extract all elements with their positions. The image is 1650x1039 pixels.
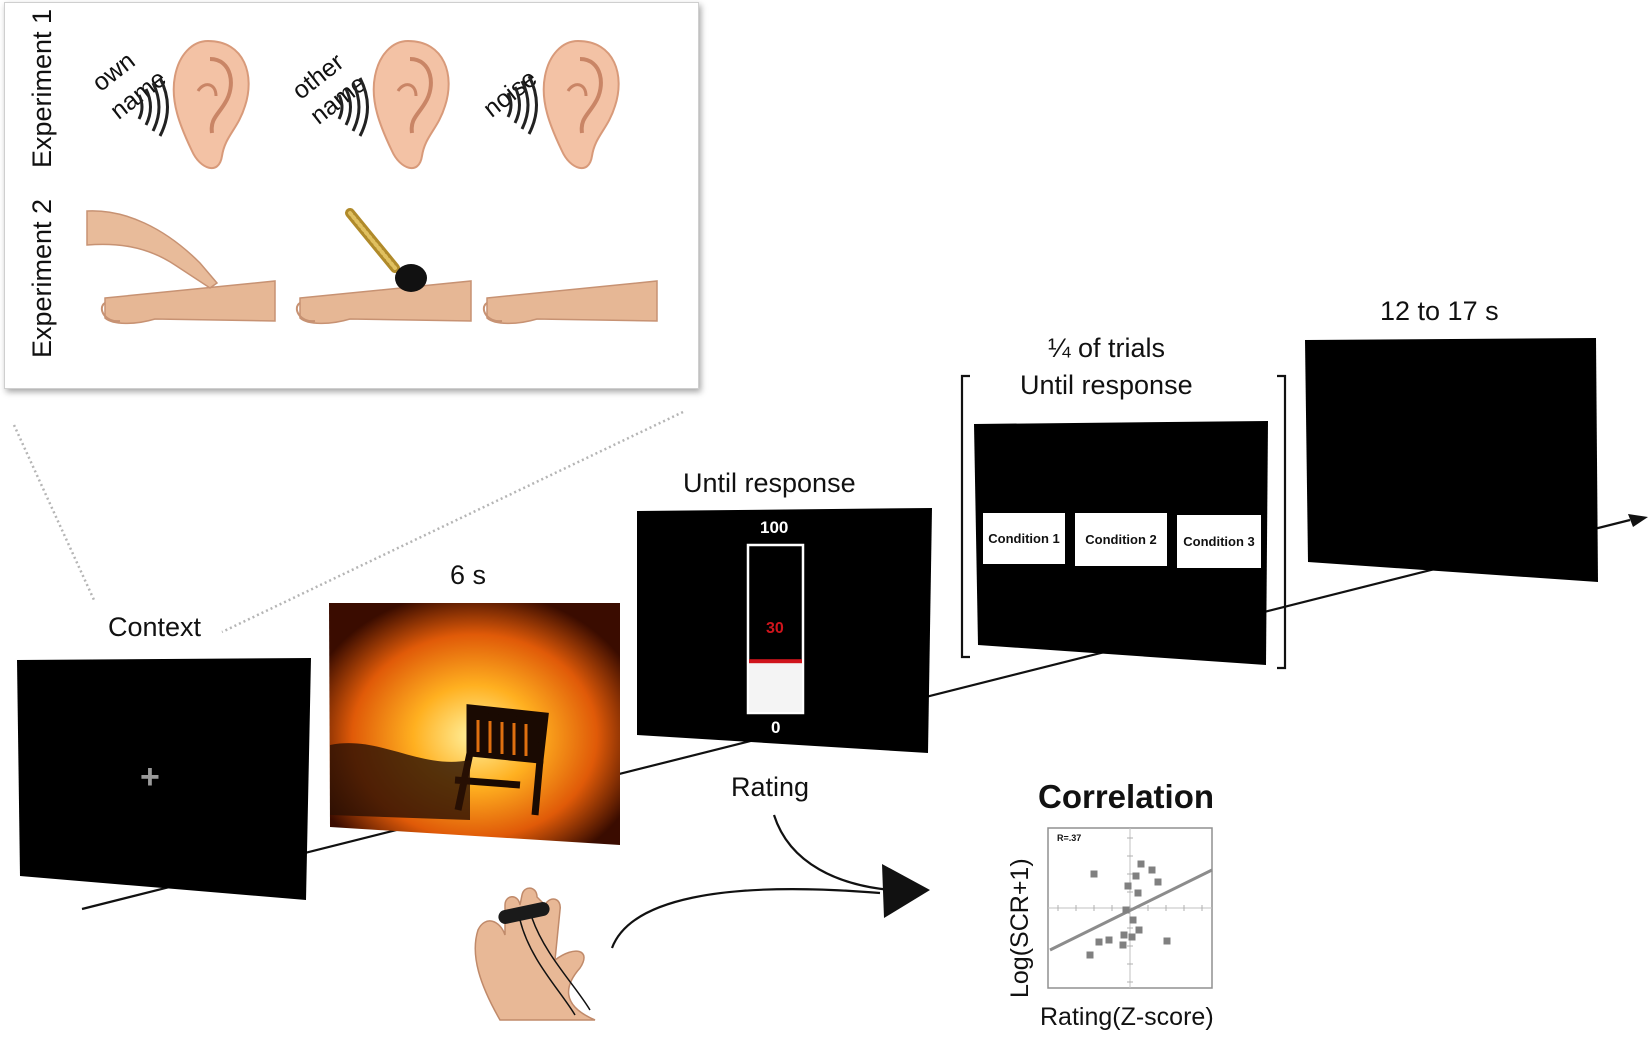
forearm-no-touch-icon [482, 280, 658, 325]
fit-line [1049, 868, 1213, 952]
correlation-title: Correlation [1038, 778, 1215, 815]
scatter-point [1120, 931, 1128, 939]
scatter-point [1134, 889, 1142, 897]
condition-duration-line2: Until response [1020, 370, 1193, 400]
ear-icon [542, 39, 620, 169]
fixation-cross: + [140, 758, 160, 796]
scatter-point [1137, 860, 1145, 868]
plot-x-axis-label: Rating(Z-score) [1040, 1003, 1214, 1031]
condition-box-1: Condition 1 [983, 513, 1065, 564]
scatter-point [1154, 878, 1162, 886]
condition-box-3: Condition 3 [1177, 515, 1261, 568]
condition-duration-line1: ¼ of trials [1048, 333, 1166, 363]
ear-icon [172, 39, 250, 169]
rating-curve-arrow [772, 814, 891, 892]
sound-wave-icon [337, 77, 369, 137]
scr-curve-arrow [610, 888, 881, 949]
brush-silhouette [330, 743, 470, 820]
zoom-guide-line-right [221, 410, 684, 634]
rating-duration-label: Until response [683, 468, 856, 498]
context-screen [17, 658, 311, 900]
scatter-point [1128, 933, 1136, 941]
scatter-point [1090, 870, 1098, 878]
scatter-point [1129, 916, 1137, 924]
iti-duration-label: 12 to 17 s [1380, 296, 1499, 326]
scale-value-label: 30 [766, 620, 784, 637]
plot-y-axis-label: Log(SCR+1) [1006, 858, 1034, 998]
rating-scale-marker [749, 659, 802, 664]
merge-arrowhead [882, 864, 930, 918]
scale-max-label: 100 [760, 518, 789, 537]
correlation-r-label: R=.37 [1057, 833, 1082, 843]
sound-wave-icon [506, 75, 538, 135]
scatter-point [1132, 872, 1140, 880]
condition-box-2: Condition 2 [1075, 513, 1167, 566]
scatter-point [1086, 951, 1094, 959]
scatter-point [1124, 882, 1132, 890]
picture-duration-label: 6 s [450, 560, 487, 590]
scatter-point [1135, 926, 1143, 934]
iti-screen [1305, 338, 1598, 582]
forearm-brush-touch-icon [295, 208, 472, 325]
ear-icon [372, 39, 450, 169]
scatter-point [1148, 866, 1156, 874]
scatter-point [1105, 936, 1113, 944]
hand-electrode-icon [474, 887, 596, 1021]
sound-wave-icon [137, 77, 169, 137]
scatter-point [1095, 938, 1103, 946]
scatter-point [1119, 941, 1127, 949]
forearm-finger-touch-icon [86, 210, 276, 325]
timeline-arrowhead [1628, 514, 1648, 527]
stimuli-inset-panel: Experiment 1 Experiment 2 own name other… [4, 2, 699, 389]
scale-min-label: 0 [771, 718, 781, 737]
context-label: Context [108, 612, 202, 642]
scatter-point [1122, 906, 1130, 914]
right-bracket [1277, 374, 1287, 670]
rating-scale-fill [749, 662, 802, 712]
correlation-plot [1047, 827, 1213, 989]
inset-graphics [86, 39, 658, 325]
zoom-guide-line-left [12, 424, 96, 601]
left-bracket [960, 374, 970, 659]
scatter-point [1163, 937, 1171, 945]
rating-label: Rating [731, 772, 810, 802]
